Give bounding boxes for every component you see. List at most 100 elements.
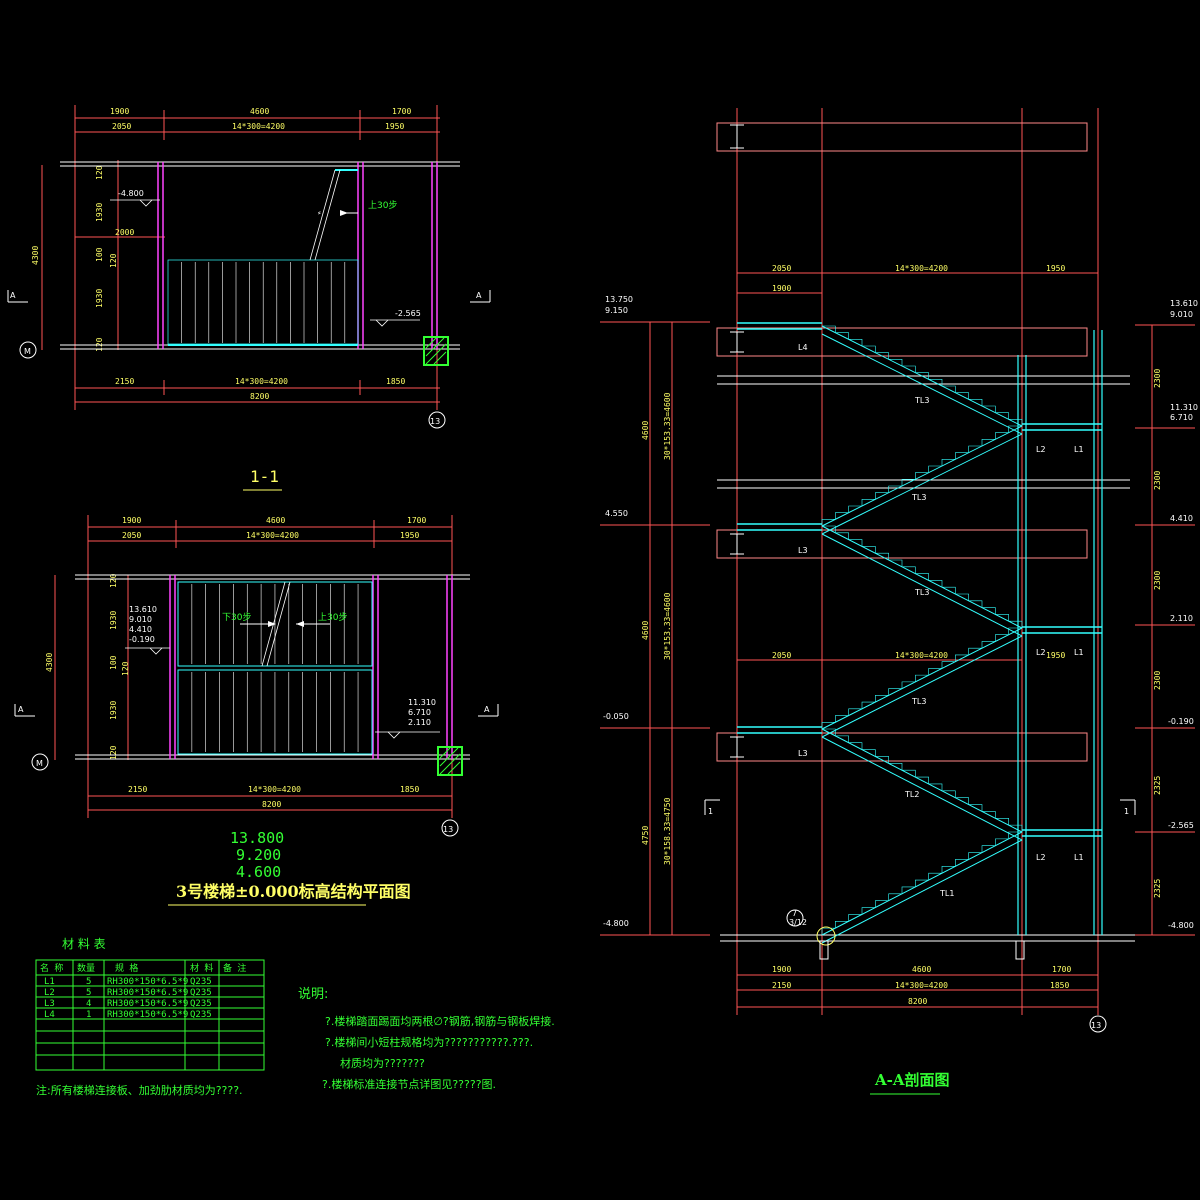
stair-stringer (821, 831, 1023, 936)
dim-text: 2325 (1153, 879, 1162, 898)
table-cell: RH300*150*6.5*9 (107, 1010, 188, 1020)
section-mark: A (476, 291, 482, 300)
dim-text: 14*300=4200 (246, 531, 299, 540)
elevation-label: 2.110 (408, 718, 431, 727)
table-cell: RH300*150*6.5*9 (107, 988, 188, 998)
elevation-label: 4.410 (1170, 514, 1193, 523)
table-cell: L3 (44, 999, 55, 1009)
table-title: 材 料 表 (62, 937, 106, 951)
elevation-label: 9.010 (1170, 310, 1193, 319)
dim-text: 1930 (109, 701, 118, 720)
dim-text: 1850 (1050, 981, 1069, 990)
stair-stringer (821, 433, 1023, 535)
dim-total: 8200 (908, 997, 927, 1006)
dim-text: 1900 (110, 107, 129, 116)
level-label: 4.600 (236, 863, 281, 881)
stair-steps (821, 425, 1022, 526)
dim-text: 14*300=4200 (235, 377, 288, 386)
dim-text: 1900 (772, 965, 791, 974)
section-title: A-A剖面图 (874, 1071, 950, 1089)
axis-m-label: M (24, 347, 31, 356)
dim-text: 30*153.33=4600 (663, 592, 672, 660)
dim-text: 1950 (400, 531, 419, 540)
axis-13-label: 13 (1091, 1021, 1101, 1030)
dim-text: 2000 (115, 228, 134, 237)
floor-slabs (716, 122, 1088, 762)
elevation-label: 2.110 (1170, 614, 1193, 623)
dim-text: 120 (109, 745, 118, 760)
section-mark: A (18, 705, 24, 714)
table-header: 名 称 (40, 962, 63, 974)
stair-stringer (821, 425, 1023, 527)
stair-steps (822, 325, 1023, 426)
dim-text: 100 (109, 655, 118, 670)
dim-text: 4600 (641, 421, 650, 440)
dim-left-total: 4300 (31, 246, 40, 265)
dim-text: 2150 (772, 981, 791, 990)
column-hatch (437, 746, 463, 776)
beam-label: L2 (1036, 648, 1046, 657)
stair-steps (821, 831, 1022, 935)
table-header: 规 格 (115, 962, 138, 974)
section-mark: 1 (1124, 807, 1129, 816)
dim-text: 4750 (641, 826, 650, 845)
elevation-label: -0.050 (603, 712, 629, 721)
beam-label: L1 (1074, 648, 1084, 657)
table-cell: 5 (86, 977, 91, 987)
level-label: 13.800 (230, 829, 284, 847)
section-mark: A (484, 705, 490, 714)
dim-text: 30*158.33=4750 (663, 797, 672, 865)
elevation-label: 6.710 (408, 708, 431, 717)
axis-m-bubble (31, 753, 49, 771)
note-line: ?.楼梯标准连接节点详图见?????图. (322, 1077, 496, 1091)
stair-stringer (821, 525, 1023, 629)
beam-label: L3 (798, 546, 808, 555)
dim-text: 2050 (772, 264, 791, 273)
dim-text: 14*300=4200 (232, 122, 285, 131)
flight-label: TL1 (939, 889, 954, 898)
plan-bottom: 1900 4600 1700 2050 14*300=4200 1950 215… (14, 515, 499, 906)
section-11-label: 1-1 (250, 467, 279, 486)
dim-text: 1700 (1052, 965, 1071, 974)
plan-title: 3号楼梯±0.000标高结构平面图 (176, 882, 411, 901)
stair-steps (822, 728, 1023, 832)
arrow-up-label: 上30步 (318, 612, 347, 623)
table-header: 数量 (77, 962, 95, 974)
table-cell: Q235 (190, 1010, 212, 1020)
note-line: ?.楼梯踏面踢面均两根∅?钢筋,钢筋与钢板焊接. (325, 1014, 555, 1028)
base-pier (819, 940, 829, 960)
table-cell: 1 (86, 1010, 91, 1020)
beam-label: L2 (1036, 853, 1046, 862)
elevation-label: -2.565 (1168, 821, 1194, 830)
stair-stringer (821, 627, 1023, 730)
table-cell: RH300*150*6.5*9 (107, 977, 188, 987)
section-aa: 2050 14*300=4200 1950 1900 2050 14*300=4… (600, 108, 1198, 1095)
elevation-label: -4.800 (1168, 921, 1194, 930)
elevation-label: -4.800 (603, 919, 629, 928)
stair-stringer (821, 333, 1023, 435)
dim-text: 1850 (386, 377, 405, 386)
dim-text: 1950 (1046, 651, 1065, 660)
table-cell: Q235 (190, 999, 212, 1009)
dim-text: 1930 (95, 289, 104, 308)
stair-steps (822, 525, 1023, 628)
dim-text: 14*300=4200 (895, 981, 948, 990)
beam-label: L3 (798, 749, 808, 758)
stair-stringer (821, 533, 1023, 637)
table-note: 注:所有楼梯连接板、加劲肋材质均为????. (36, 1083, 243, 1097)
note-line: ?.楼梯间小短柱规格均为???????????.???. (325, 1035, 533, 1049)
elevation-label: 9.150 (605, 306, 628, 315)
dim-text: 4600 (250, 107, 269, 116)
dim-text: 2325 (1153, 776, 1162, 795)
dim-text: 4600 (266, 516, 285, 525)
dim-total: 8200 (262, 800, 281, 809)
flight-label: TL3 (914, 588, 929, 597)
axis-13-label: 13 (443, 825, 453, 834)
flight-label: TL3 (914, 396, 929, 405)
stair-steps (821, 627, 1022, 729)
dim-text: 2050 (772, 651, 791, 660)
table-cell: 5 (86, 988, 91, 998)
elevation-label: -0.190 (129, 635, 155, 644)
elevation-label: 13.610 (129, 605, 157, 614)
elevation-label: 11.310 (408, 698, 436, 707)
